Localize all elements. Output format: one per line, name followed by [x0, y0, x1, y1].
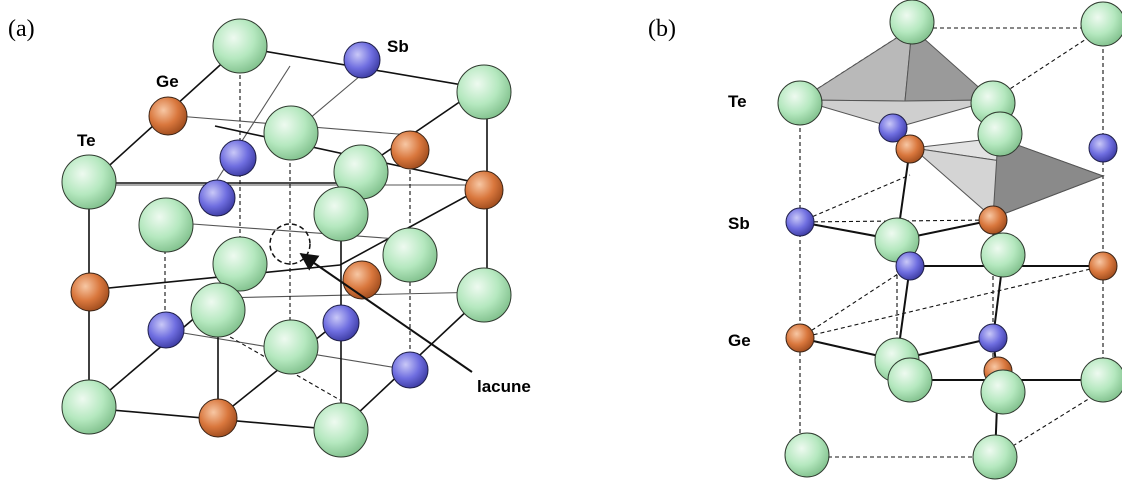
- te-atom: [61, 379, 117, 435]
- ge-atom: [148, 96, 188, 136]
- sb-atom: [219, 139, 257, 177]
- ge-atom: [895, 134, 925, 164]
- panel-a-label: (a): [8, 16, 35, 42]
- ge-atom: [70, 272, 110, 312]
- sb-atom: [147, 311, 185, 349]
- label-te: Te: [728, 92, 747, 111]
- sb-atom: [343, 41, 381, 79]
- vacancy-site: [269, 223, 311, 265]
- ge-atom: [342, 260, 382, 300]
- panel-b-label: (b): [648, 16, 676, 42]
- vacancy-arrow: [299, 252, 473, 373]
- label-te: Te: [77, 131, 96, 150]
- panel-b-atoms: [777, 0, 1122, 480]
- ge-atom: [390, 130, 430, 170]
- sb-atom: [198, 179, 236, 217]
- sb-atom: [978, 323, 1008, 353]
- sb-atom: [1088, 133, 1118, 163]
- te-atom: [977, 111, 1023, 157]
- te-atom: [980, 232, 1026, 278]
- te-atom: [61, 154, 117, 210]
- te-atom: [138, 197, 194, 253]
- sb-atom: [785, 207, 815, 237]
- te-atom: [382, 227, 438, 283]
- te-atom: [889, 0, 935, 45]
- te-atom: [263, 319, 319, 375]
- label-sb: Sb: [728, 214, 750, 233]
- te-atom: [313, 402, 369, 458]
- ge-atom: [464, 170, 504, 210]
- label-lacune: lacune: [477, 377, 531, 396]
- te-atom: [263, 105, 319, 161]
- te-atom: [1080, 357, 1122, 403]
- octahedron-top: [798, 26, 995, 129]
- ge-atom: [978, 205, 1008, 235]
- sb-atom: [895, 251, 925, 281]
- te-atom: [313, 186, 369, 242]
- te-atom: [212, 236, 268, 292]
- te-atom: [456, 64, 512, 120]
- label-ge: Ge: [156, 72, 179, 91]
- panel-a: (a): [8, 16, 531, 458]
- ge-atom: [785, 323, 815, 353]
- ge-atom: [1088, 251, 1118, 281]
- octahedron-middle: [911, 137, 1105, 219]
- te-atom: [972, 434, 1018, 480]
- panel-a-atoms: [61, 18, 512, 458]
- te-atom: [980, 369, 1026, 415]
- te-atom: [456, 267, 512, 323]
- sb-atom: [391, 351, 429, 389]
- te-atom: [1080, 1, 1122, 47]
- sb-atom: [322, 304, 360, 342]
- ge-atom: [198, 398, 238, 438]
- te-atom: [777, 80, 823, 126]
- te-atom: [887, 357, 933, 403]
- label-sb: Sb: [387, 37, 409, 56]
- label-ge: Ge: [728, 331, 751, 350]
- panel-b: (b): [648, 0, 1122, 480]
- te-atom: [190, 282, 246, 338]
- te-atom: [212, 18, 268, 74]
- te-atom: [784, 432, 830, 478]
- sb-atom: [878, 113, 908, 143]
